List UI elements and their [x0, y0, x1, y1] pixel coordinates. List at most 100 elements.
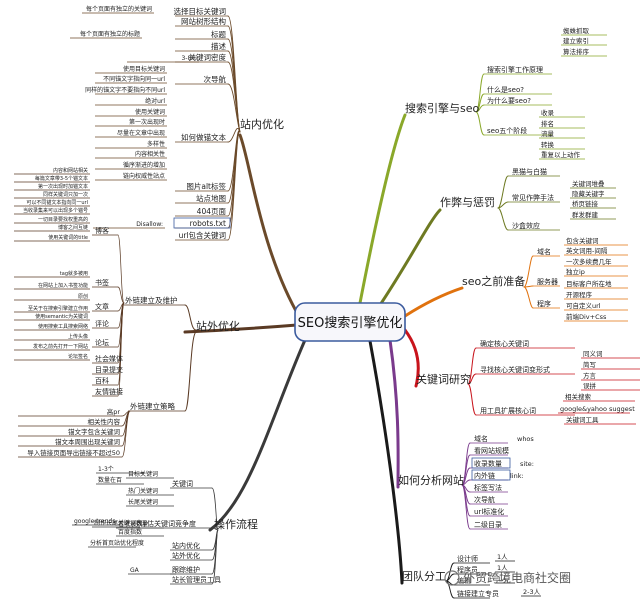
cheat-item: 沙盒效应: [512, 221, 540, 230]
team-item: 设计师: [457, 554, 478, 563]
trunk-analysis: [388, 338, 400, 489]
workflow-item: 关键词: [172, 479, 193, 488]
offsite-detail: 使用搜索工具搜索网络: [38, 323, 88, 330]
offsite-strategy: 高pr: [107, 407, 121, 416]
prep-sub: 开源程序: [566, 290, 593, 299]
center-node: SEO搜索引擎优化: [294, 302, 406, 342]
analysis-box: [471, 469, 511, 481]
workflow-item: 站外优化: [172, 551, 200, 560]
offsite-link: [184, 304, 197, 331]
workflow-link: [211, 487, 219, 531]
onsite-item: 站点地图: [196, 193, 226, 203]
offsite-strategy-link: [121, 410, 131, 447]
branch-label-cheat: 作弊与惩罚: [440, 196, 495, 209]
onsite-sub-item: 循序渐进的增加: [123, 161, 165, 169]
workflow-sub: 制作长尾关键词表: [94, 519, 142, 527]
offsite-detail: 每篇文章带3-5个锚文本: [35, 175, 88, 182]
robots-box: [173, 217, 231, 229]
onsite-sub-item: 多样性: [147, 140, 165, 148]
onsite-link: [227, 131, 241, 241]
cheat-link: [497, 201, 509, 209]
onsite-sub-item: 不同锚文字指向同一url: [103, 75, 165, 83]
offsite-detail: 博客之间互链: [58, 224, 88, 231]
team-item: 编辑: [457, 576, 471, 585]
workflow-item: 站内优化: [172, 541, 200, 550]
offsite-item: 外链建立及维护: [125, 295, 178, 305]
team-sub: 2-3人: [523, 588, 541, 596]
team-sub: 1人: [497, 553, 508, 561]
analysis-sub: whos: [517, 435, 534, 443]
offsite-detail: 论坛签名: [68, 353, 88, 360]
branch-connectors: [117, 15, 534, 599]
onsite-sub-item: 每个页面有独立的标题: [80, 30, 140, 38]
workflow-sub: google trends: [74, 518, 115, 525]
analysis-item: url标准化: [474, 507, 504, 516]
workflow-sub: 热门关键词: [128, 487, 158, 495]
onsite-sub-item: 绝对url: [145, 97, 165, 105]
branch-label-workflow: 操作流程: [214, 517, 258, 531]
watermark-text: 外贸跨境电商社交圈: [463, 570, 571, 585]
offsite-detail: 同样关键词只加一次: [43, 191, 88, 198]
offsite-detail: 原创: [78, 293, 88, 300]
offsite-group: 书签: [95, 278, 109, 287]
offsite-detail: 发布之前先打开一下网站: [33, 343, 88, 350]
offsite-group: 文章: [95, 302, 109, 311]
prep-item: 域名: [537, 247, 551, 256]
analysis-item: 看网站规模: [474, 446, 509, 455]
team-link: [445, 580, 455, 599]
team-sub: 1人: [497, 564, 508, 572]
offsite-strategy-link: [121, 410, 131, 458]
onsite-item: 网站树形结构: [181, 16, 226, 26]
keyword-link: [467, 373, 477, 385]
cheat-link: [497, 175, 509, 209]
offsite-group-link: [117, 286, 125, 304]
onsite-item: url包含关键词: [179, 230, 226, 240]
prep-sub: 一次多续费几年: [566, 257, 612, 266]
trunk-prep: [403, 286, 464, 318]
offsite-group: 论坛: [95, 338, 109, 347]
offsite-group-link: [117, 234, 125, 304]
trunk-cheat: [378, 208, 442, 307]
branch-label-keyword: 关键词研究: [416, 372, 471, 386]
search-item: 为什么要seo?: [487, 96, 531, 105]
search-sub: 蜘蛛抓取: [563, 26, 590, 35]
offsite-detail: 一切目录要找权重高的: [38, 216, 88, 223]
search-sub: 建立索引: [563, 36, 589, 45]
workflow-sub: 数量在百: [98, 476, 122, 484]
workflow-item: 跟踪维护: [172, 565, 200, 574]
prep-sub: 英文词用-间隔: [566, 246, 608, 255]
onsite-sub-item: 链向权威性站点: [123, 172, 165, 180]
search-link: [475, 111, 485, 136]
offsite-detail: tag就多被用: [60, 270, 88, 277]
keyword-sub: 方言: [583, 371, 597, 380]
prep-sub: 包含关键词: [566, 236, 599, 245]
search-sub: 排名: [541, 119, 554, 128]
prep-link: [523, 286, 534, 309]
onsite-sub-item: 每个页面有独立的关键词: [86, 5, 152, 13]
onsite-item: 如何做锚文本: [181, 132, 226, 142]
analysis-item: 收录数量: [474, 459, 502, 468]
analysis-item: 标签写法: [474, 483, 502, 492]
onsite-sub-item: 3-8%: [181, 55, 197, 62]
search-sub: 重复以上动作: [541, 150, 581, 159]
offsite-strategy: 相关性内容: [88, 417, 121, 426]
offsite-detail: 第一次出现时加锚文本: [38, 183, 88, 190]
onsite-sub-item: 尽量在文章中出现: [117, 129, 165, 137]
cheat-sub: 隐藏关键字: [572, 189, 605, 198]
search-item: seo五个阶段: [487, 126, 527, 135]
onsite-sub-item: Disallow:: [136, 221, 163, 228]
workflow-sub: GA: [130, 567, 140, 574]
onsite-sub-item: 使用关键词: [135, 108, 165, 116]
workflow-item: 站长管理员工具: [172, 575, 221, 584]
analysis-item: 二级目录: [474, 520, 502, 529]
offsite-detail: 内容和网站相关: [53, 167, 88, 174]
workflow-sub: 看收录数量: [118, 520, 148, 528]
branch-label-prep: seo之前准备: [462, 274, 525, 288]
onsite-sub-item: 第一次出现时: [129, 118, 165, 126]
onsite-link: [227, 130, 241, 217]
offsite-group: 博客: [95, 226, 109, 235]
wechat-icon: [444, 570, 460, 586]
trunk-workflow: [208, 338, 307, 532]
onsite-sub-item: 同样的锚文字不要指向不同url: [85, 86, 165, 94]
offsite-strategy: 锚文字包含关键词: [68, 427, 120, 436]
